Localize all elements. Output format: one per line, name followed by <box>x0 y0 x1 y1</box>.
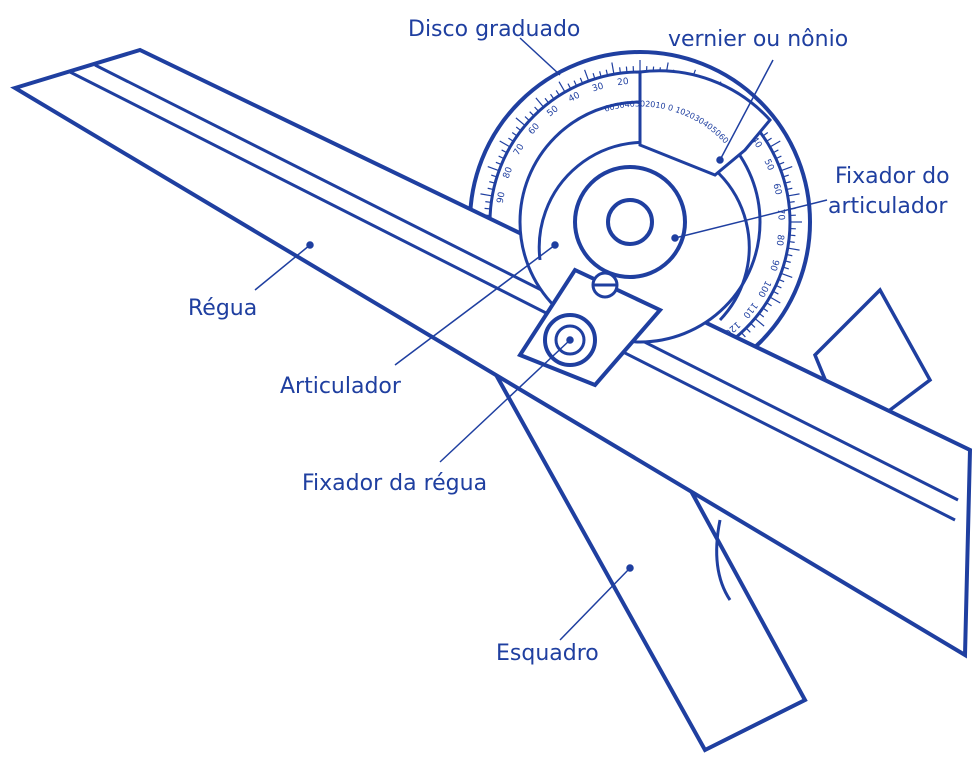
dial-label: 70 <box>775 209 786 221</box>
dial-tick <box>544 97 550 104</box>
vernier-label: 30 <box>635 100 645 109</box>
dial-tick <box>491 174 498 178</box>
dial-tick <box>754 317 765 327</box>
dial-tick <box>786 253 793 257</box>
leader-lines <box>254 37 828 641</box>
dial-tick <box>619 67 622 74</box>
dial-label: 50 <box>762 158 776 173</box>
dial-tick <box>599 71 602 78</box>
dial-tick <box>778 278 785 283</box>
dial-tick <box>789 234 796 237</box>
dial-tick <box>487 166 500 172</box>
dial-label: 80 <box>774 234 785 247</box>
dial-tick <box>529 111 535 117</box>
dial-tick <box>766 302 772 307</box>
dial-tick <box>558 81 566 93</box>
label-ruler-fixer: Fixador da régua <box>302 471 487 496</box>
dial-label: 60 <box>770 183 782 197</box>
dial-tick <box>567 83 572 90</box>
label-articulator-fixer-line1: Fixador do <box>835 164 950 189</box>
dial-tick <box>484 207 491 210</box>
dial-label: 80 <box>502 166 515 180</box>
vernier-label: 10 <box>674 105 687 117</box>
vernier-label: 40 <box>624 100 635 110</box>
dial-tick <box>780 272 793 278</box>
ruler <box>10 47 973 659</box>
dial-tick <box>750 322 756 328</box>
vernier-label: 60 <box>603 102 615 113</box>
dial-tick <box>745 327 751 333</box>
dial-tick <box>762 132 769 137</box>
dial-tick <box>788 201 795 204</box>
dial-tick <box>778 161 785 166</box>
dial-tick <box>501 149 508 154</box>
dial-tick <box>782 174 789 178</box>
dial-tick <box>740 332 746 338</box>
dial-tick <box>511 132 518 137</box>
dial-tick <box>555 90 560 96</box>
dial-tick <box>515 117 526 127</box>
dial-tick <box>611 62 615 75</box>
dial-tick <box>535 97 545 108</box>
dial-label: 40 <box>567 91 582 105</box>
dial-tick <box>766 137 772 142</box>
dial-tick <box>573 80 578 87</box>
dial-tick <box>584 69 590 82</box>
dial-tick <box>758 312 765 318</box>
vernier-label: 10 <box>655 100 667 111</box>
vernier-label: 20 <box>683 109 696 121</box>
dial-tick <box>787 193 800 197</box>
dial-tick <box>782 266 789 270</box>
dial-label: 20 <box>617 77 630 88</box>
dial-tick <box>534 106 540 112</box>
dial-tick <box>489 181 496 184</box>
dial-tick <box>480 193 493 197</box>
dial-tick <box>485 201 492 204</box>
dial-tick <box>762 307 769 312</box>
vernier-label: 30 <box>692 113 705 126</box>
vernier-label: 20 <box>645 100 656 110</box>
label-graduated-disc: Disco graduado <box>408 17 580 42</box>
dial-tick <box>788 240 795 243</box>
dial-tick <box>592 73 596 80</box>
label-articulator: Articulador <box>280 374 402 399</box>
dial-tick <box>550 93 555 100</box>
dial-tick <box>769 296 781 304</box>
label-ruler: Régua <box>188 296 257 321</box>
dial-tick <box>784 181 791 184</box>
dial-tick <box>787 247 800 251</box>
dial-tick <box>784 260 791 263</box>
vernier-label: 0 <box>667 103 674 113</box>
dial-tick <box>579 77 584 84</box>
label-vernier: vernier ou nônio <box>668 27 848 52</box>
dial-tick <box>605 69 609 76</box>
vernier-label: 50 <box>614 100 626 111</box>
dial-tick <box>499 140 511 148</box>
dial-tick <box>487 187 494 191</box>
dial-label: 30 <box>591 81 605 94</box>
dial-tick <box>515 126 522 132</box>
label-square: Esquadro <box>496 641 599 666</box>
dial-tick <box>524 116 530 122</box>
dial-tick <box>498 155 505 160</box>
dial-tick <box>772 149 779 154</box>
dial-tick <box>775 284 782 289</box>
dial-tick <box>780 166 793 172</box>
dial-label: 90 <box>496 191 508 204</box>
dial-tick <box>772 290 779 295</box>
dial-tick <box>769 140 781 148</box>
dial-label: 90 <box>767 258 780 272</box>
label-articulator-fixer-line2: articulador <box>828 194 948 219</box>
dial-tick <box>625 66 628 73</box>
dial-tick <box>786 187 793 191</box>
dial-tick <box>495 161 502 166</box>
dial-tick <box>775 155 782 160</box>
dial-tick <box>508 137 514 142</box>
